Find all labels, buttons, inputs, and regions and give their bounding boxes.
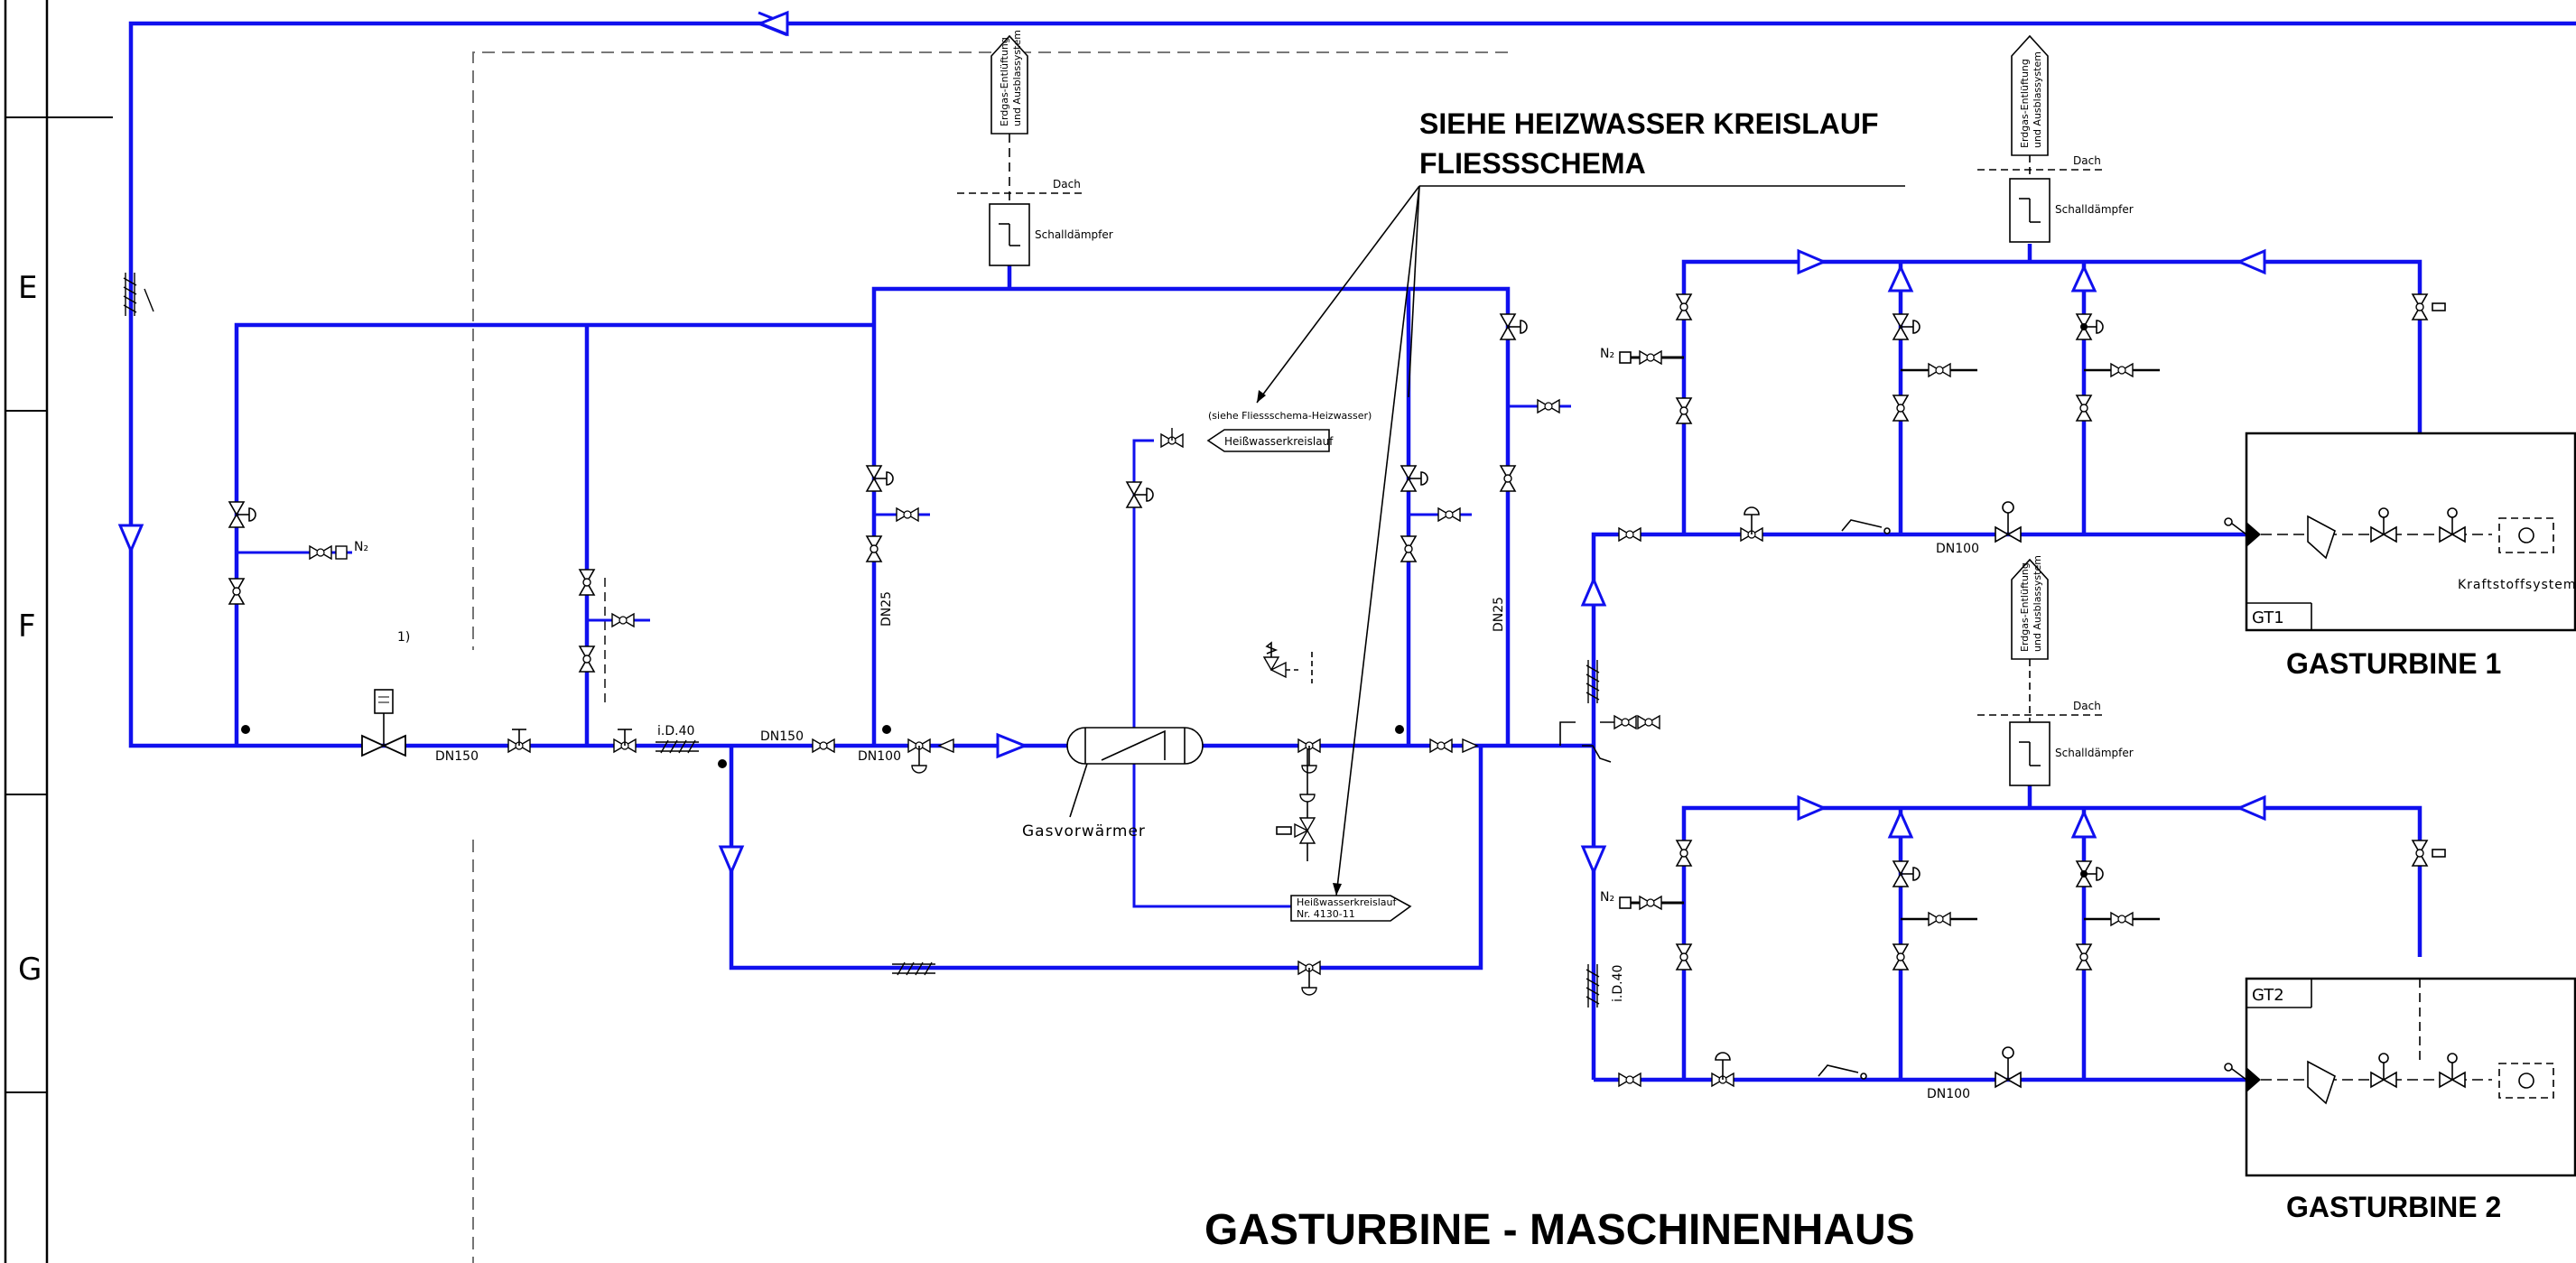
vent-label: Erdgas-Entlüftung — [999, 37, 1010, 126]
hot-water-references: (siehe Fliessschema-Heizwasser) Heißwass… — [1206, 410, 1412, 922]
hot-water-circuit-2-nr: Nr. 4130-11 — [1297, 908, 1355, 920]
gt1-vent-stack: Erdgas-Entlüftung und Ausblassystem Dach… — [1977, 34, 2134, 243]
pipe-label-id40-2: i.D.40 — [1611, 965, 1625, 1002]
relief-valve — [1262, 641, 1313, 683]
gt1-roof-label: Dach — [2073, 154, 2101, 167]
annotation-leaders — [1256, 185, 1905, 896]
pipe-label-n2-gt1: N₂ — [1600, 347, 1614, 361]
gt2-vent-label: Erdgas-Entlüftung — [2019, 562, 2031, 652]
vent-label-2: und Ausblassystem — [1011, 30, 1023, 126]
gt2-vent-label-2: und Ausblassystem — [2032, 555, 2043, 652]
gt2-unit: GT2 — [2224, 977, 2576, 1177]
page-title: GASTURBINE - MASCHINENHAUS — [1204, 1206, 1915, 1254]
pipe-label-dn100-gt1: DN100 — [1936, 542, 1979, 556]
grid-letter-g: G — [18, 952, 42, 988]
gt1-valves — [1618, 293, 2446, 543]
gt1-silencer-label: Schalldämpfer — [2055, 203, 2134, 216]
pipe-label-n2-gt2: N₂ — [1600, 890, 1614, 905]
pipe-label-dn100-gt2: DN100 — [1927, 1087, 1970, 1101]
gt1-tag: GT1 — [2252, 608, 2284, 627]
main-vent-stack: Erdgas-Entlüftung und Ausblassystem Dach… — [957, 30, 1113, 266]
gt2-vent-stack: Erdgas-Entlüftung und Ausblassystem Dach… — [1977, 555, 2134, 786]
hot-water-circuit: Heißwasserkreislauf — [1224, 435, 1334, 448]
heating-note-line2: FLIESSSCHEMA — [1419, 147, 1646, 180]
hot-water-circuit-2: Heißwasserkreislauf — [1297, 896, 1397, 908]
pipe-label-dn25-2: DN25 — [1492, 597, 1506, 632]
pipe-labels: DN150 i.D.40 DN150 DN100 DN25 DN25 1) i.… — [354, 347, 1979, 1101]
heating-note-line1: SIEHE HEIZWASSER KREISLAUF — [1419, 107, 1879, 140]
gt2-tag: GT2 — [2252, 986, 2284, 1005]
silencer-label: Schalldämpfer — [1035, 228, 1113, 241]
flow-arrows — [117, 10, 2266, 876]
preheater-label: Gasvorwärmer — [1022, 822, 1146, 840]
gt2-roof-label: Dach — [2073, 700, 2101, 712]
building-boundary — [472, 51, 1508, 1263]
gt2-valves — [1618, 840, 2446, 1088]
gt2-title: GASTURBINE 2 — [2286, 1191, 2501, 1223]
gt1-vent-label: Erdgas-Entlüftung — [2019, 59, 2031, 148]
grid-letter-f: F — [18, 608, 36, 645]
pipe-label-dn100: DN100 — [858, 749, 901, 764]
grid-letter-e: E — [18, 270, 37, 306]
gas-preheater: Gasvorwärmer — [1022, 727, 1204, 840]
pipe-label-id40: i.D.40 — [657, 724, 694, 738]
valves — [228, 313, 1571, 996]
insulation-marks — [123, 273, 1600, 1008]
gt1-title: GASTURBINE 1 — [2286, 647, 2501, 680]
hot-water-ref: (siehe Fliessschema-Heizwasser) — [1208, 410, 1372, 422]
pipe-label-dn150: DN150 — [435, 749, 479, 764]
drawing-frame: E F G — [4, 0, 113, 1263]
gt1-vent-label-2: und Ausblassystem — [2032, 51, 2043, 148]
roof-label: Dach — [1053, 178, 1081, 190]
gt1-fuel-system-label: Kraftstoffsystem — [2458, 578, 2576, 592]
footnote-marker: 1) — [397, 630, 410, 645]
drain-branch — [237, 399, 1571, 627]
pipe-label-n2: N₂ — [354, 540, 368, 554]
pipe-label-dn25: DN25 — [879, 591, 894, 627]
control-valve — [1276, 749, 1316, 861]
gt1-unit: Kraftstoffsystem GT1 — [2224, 432, 2576, 632]
splitter — [1559, 715, 1660, 763]
gt2-silencer-label: Schalldämpfer — [2055, 747, 2134, 759]
pipe-label-dn150-2: DN150 — [760, 729, 804, 744]
